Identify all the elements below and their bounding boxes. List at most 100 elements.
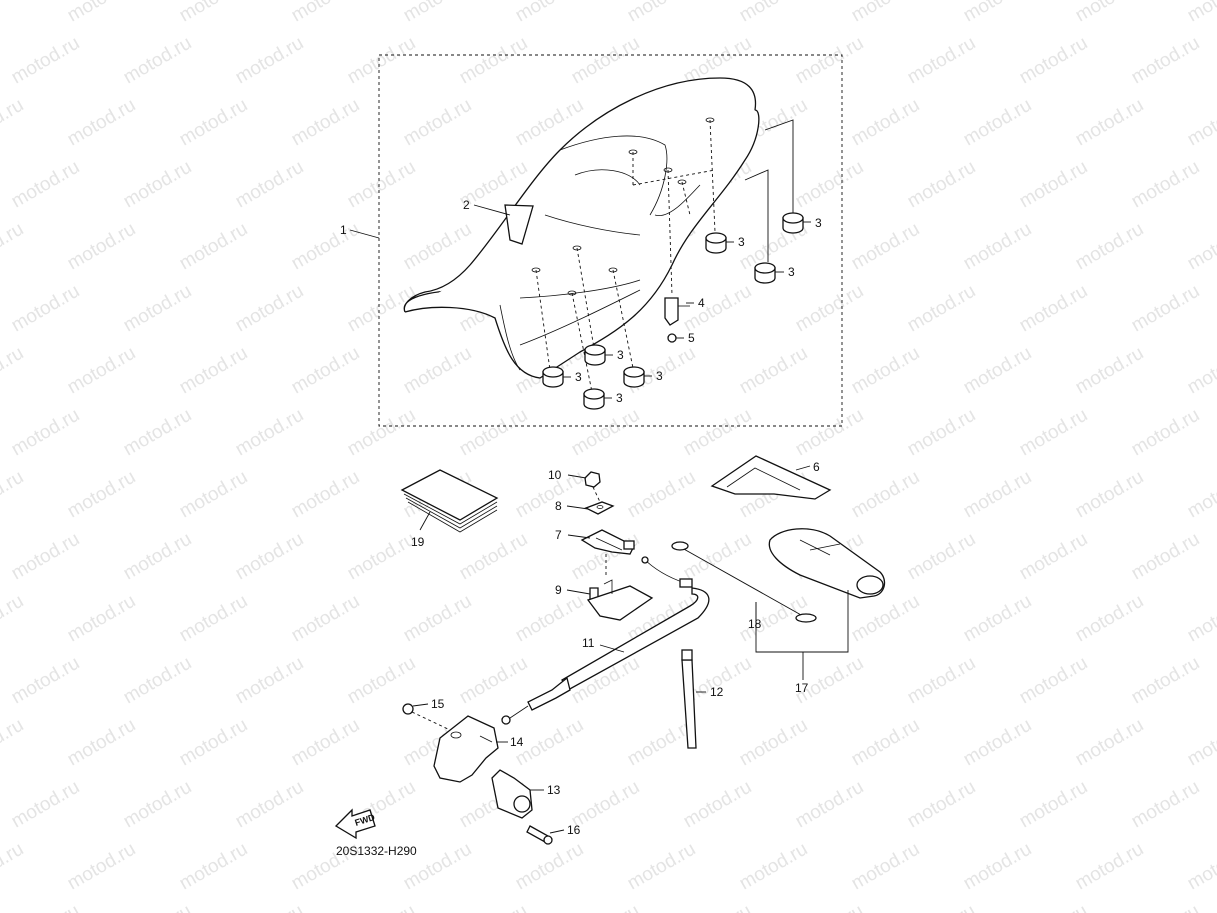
lock-bracket-part[interactable]	[586, 579, 654, 621]
watermark-text: motod.ru	[960, 591, 1035, 647]
watermark-text: motod.ru	[1072, 591, 1147, 647]
watermark-text: motod.ru	[1128, 901, 1203, 913]
watermark-text: motod.ru	[176, 219, 251, 275]
callout-labels: 1 2 3 3 3 3 3 3 3 4 5 6 7 8 9 10 11 12 1…	[340, 198, 822, 837]
watermark-text: motod.ru	[1184, 467, 1217, 523]
watermark-text: motod.ru	[176, 343, 251, 399]
watermark-text: motod.ru	[736, 0, 811, 26]
watermark-text: motod.ru	[288, 715, 363, 771]
callout-3: 3	[575, 370, 582, 384]
watermark-text: motod.ru	[1184, 591, 1217, 647]
watermark-text: motod.ru	[120, 901, 195, 913]
seat-label-part[interactable]	[504, 204, 534, 245]
watermark-text: motod.ru	[848, 343, 923, 399]
damper-part[interactable]	[782, 212, 804, 234]
lock-holder-part[interactable]	[491, 769, 533, 819]
watermark-text: motod.ru	[344, 281, 419, 337]
watermark-text: motod.ru	[1184, 219, 1217, 275]
watermark-text: motod.ru	[792, 157, 867, 213]
damper-part[interactable]	[542, 366, 564, 388]
watermark-text: motod.ru	[344, 405, 419, 461]
watermark-text: motod.ru	[176, 0, 251, 26]
diagram-code: 20S1332-H290	[336, 844, 417, 858]
watermark-text: motod.ru	[1016, 157, 1091, 213]
watermark-text: motod.ru	[1072, 839, 1147, 895]
watermark-text: motod.ru	[1072, 219, 1147, 275]
watermark-text: motod.ru	[1184, 0, 1217, 26]
watermark-text: motod.ru	[288, 219, 363, 275]
watermark-text: motod.ru	[232, 405, 307, 461]
callout-3: 3	[738, 235, 745, 249]
watermark-text: motod.ru	[64, 591, 139, 647]
callout-6: 6	[813, 460, 820, 474]
bolt-part[interactable]	[526, 825, 553, 845]
plate-part[interactable]	[584, 501, 615, 515]
watermark-text: motod.ru	[1072, 467, 1147, 523]
watermark-text: motod.ru	[232, 901, 307, 913]
callout-2: 2	[463, 198, 470, 212]
callout-7: 7	[555, 528, 562, 542]
callout-13: 13	[547, 783, 561, 797]
watermark-text: motod.ru	[736, 715, 811, 771]
screw-part[interactable]	[402, 703, 414, 715]
watermark-text: motod.ru	[904, 157, 979, 213]
watermark-text: motod.ru	[1128, 405, 1203, 461]
watermark-text: motod.ru	[1016, 653, 1091, 709]
callout-15: 15	[431, 697, 445, 711]
watermark-text: motod.ru	[8, 653, 83, 709]
watermark-text: motod.ru	[1128, 777, 1203, 833]
damper-part[interactable]	[583, 388, 605, 410]
watermark-text: motod.ru	[64, 839, 139, 895]
watermark-text: motod.ru	[456, 529, 531, 585]
callout-3: 3	[815, 216, 822, 230]
cable-tie-part[interactable]	[681, 649, 697, 749]
watermark-text: motod.ru	[960, 715, 1035, 771]
screw-part[interactable]	[667, 333, 677, 343]
damper-part[interactable]	[705, 232, 727, 254]
watermark-text: motod.ru	[400, 219, 475, 275]
seat-lock-cable-part[interactable]	[501, 556, 710, 725]
watermark-text: motod.ru	[960, 0, 1035, 26]
seat-lock-part[interactable]	[580, 529, 635, 555]
watermark-text: motod.ru	[176, 839, 251, 895]
watermark-text: motod.ru	[344, 157, 419, 213]
leader-lines	[349, 204, 811, 834]
watermark-text: motod.ru	[120, 281, 195, 337]
watermark-text: motod.ru	[456, 653, 531, 709]
watermark-text: motod.ru	[568, 405, 643, 461]
watermark-text: motod.ru	[904, 529, 979, 585]
callout-4: 4	[698, 296, 705, 310]
nut-part[interactable]	[584, 471, 601, 488]
callout-11: 11	[582, 636, 595, 650]
watermark-text: motod.ru	[1072, 95, 1147, 151]
watermark-text: motod.ru	[512, 0, 587, 26]
watermark-text: motod.ru	[624, 0, 699, 26]
seat-part[interactable]	[403, 77, 760, 379]
owners-manual-part[interactable]	[400, 469, 499, 533]
fwd-arrow-icon	[334, 808, 376, 840]
watermark-text: motod.ru	[680, 405, 755, 461]
watermark-text: motod.ru	[176, 591, 251, 647]
helmet-wire-part[interactable]	[671, 541, 817, 623]
watermark-text: motod.ru	[848, 467, 923, 523]
tool-bag-part[interactable]	[768, 528, 886, 599]
damper-part[interactable]	[754, 262, 776, 284]
seat-strap-part[interactable]	[710, 455, 832, 500]
watermark-text: motod.ru	[400, 95, 475, 151]
watermark-text: motod.ru	[960, 95, 1035, 151]
watermark-text: motod.ru	[1016, 33, 1091, 89]
bracket-part[interactable]	[664, 297, 690, 326]
watermark-text: motod.ru	[736, 343, 811, 399]
damper-part[interactable]	[623, 366, 645, 388]
damper-part[interactable]	[584, 344, 606, 366]
callout-16: 16	[567, 823, 581, 837]
watermark-text: motod.ru	[960, 219, 1035, 275]
watermark-text: motod.ru	[960, 467, 1035, 523]
watermark-text: motod.ru	[0, 591, 27, 647]
mount-bracket-part[interactable]	[433, 715, 499, 783]
watermark-text: motod.ru	[848, 95, 923, 151]
watermark-text: motod.ru	[1016, 777, 1091, 833]
watermark-text: motod.ru	[1016, 281, 1091, 337]
callout-19: 19	[411, 535, 425, 549]
callout-12: 12	[710, 685, 724, 699]
